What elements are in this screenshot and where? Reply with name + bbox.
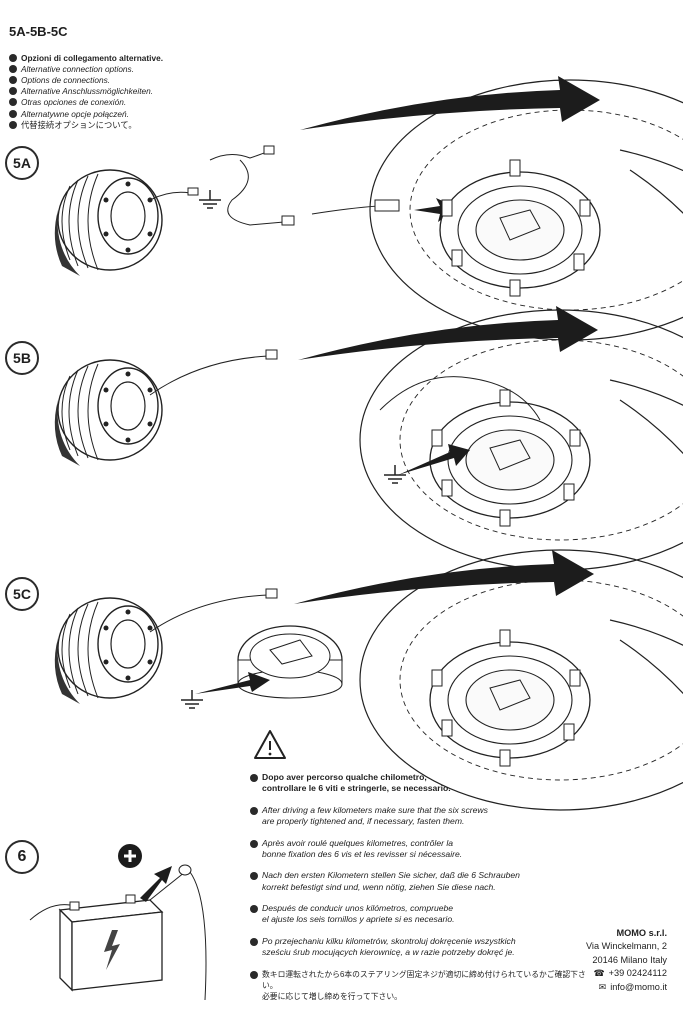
language-badge-icon xyxy=(9,109,17,118)
phone-icon: ☎ xyxy=(593,968,605,979)
phone-line: ☎+39 02424112 xyxy=(586,967,667,980)
company-name: MOMO s.r.l. xyxy=(616,928,667,938)
language-badge-icon xyxy=(9,87,17,96)
option-es: Otras opciones de conexión. xyxy=(9,97,309,108)
option-it: Opzioni di collegamento alternative. xyxy=(9,52,309,63)
lightning-icon xyxy=(104,930,120,970)
ground-symbol-icon xyxy=(383,464,407,484)
option-text: 代替接続オプションについて。 xyxy=(21,119,137,130)
language-badge-icon xyxy=(9,120,17,129)
language-badge-icon xyxy=(250,872,258,881)
phone-number: +39 02424112 xyxy=(608,968,667,979)
mail-icon: ✉ xyxy=(598,981,607,992)
language-badge-icon xyxy=(250,774,258,782)
company-street: Via Winckelmann, 2 xyxy=(585,941,667,952)
note-fr: Après avoir roulé quelques kilometres, c… xyxy=(250,838,590,860)
note-it: Dopo aver percorso qualche chilometro, c… xyxy=(250,772,590,794)
language-badge-icon xyxy=(250,937,258,946)
option-text: Alternative connection options. xyxy=(21,63,135,74)
language-badge-icon xyxy=(250,806,258,815)
option-text: Alternatywne opcje połączeń. xyxy=(21,108,129,119)
diagram-5c xyxy=(54,549,683,811)
diagram-5a xyxy=(54,76,683,341)
language-badge-icon xyxy=(9,75,17,84)
email-line: ✉info@momo.it xyxy=(586,981,667,994)
step-label-5a: 5A xyxy=(5,146,39,180)
email-address[interactable]: info@momo.it xyxy=(610,981,667,992)
note-text: Después de conducir unos kilómetros, com… xyxy=(262,903,455,925)
battery-drawing xyxy=(29,844,207,1001)
language-badge-icon xyxy=(250,839,258,848)
connection-options-list: Opzioni di collegamento alternative. Alt… xyxy=(9,52,309,130)
option-jp: 代替接続オプションについて。 xyxy=(9,119,309,130)
note-es: Después de conducir unos kilómetros, com… xyxy=(250,903,590,925)
note-text: After driving a few kilometers make sure… xyxy=(262,804,488,826)
language-badge-icon xyxy=(9,64,17,73)
option-gb: Alternative connection options. xyxy=(9,63,309,74)
option-de: Alternative Anschlussmöglichkeiten. xyxy=(9,86,309,97)
note-jp: 数キロ運転されたから6本のステアリング固定ネジが適切に締め付けられているかご確認… xyxy=(250,969,590,1003)
note-text: Po przejechaniu kilku kilometrów, skontr… xyxy=(262,935,516,958)
note-de: Nach den ersten Kilometern stellen Sie s… xyxy=(250,870,590,892)
diagram-5b xyxy=(54,306,683,571)
ground-symbol-icon xyxy=(180,689,204,709)
note-text: Nach den ersten Kilometern stellen Sie s… xyxy=(262,870,520,892)
note-gb: After driving a few kilometers make sure… xyxy=(250,805,590,827)
company-contact: MOMO s.r.l. Via Winckelmann, 2 20146 Mil… xyxy=(586,927,667,994)
safety-notes: Dopo aver percorso qualche chilometro, c… xyxy=(250,772,590,1013)
step-label-5c: 5C xyxy=(5,577,39,611)
language-badge-icon xyxy=(9,98,17,107)
step-label-6: 6 xyxy=(5,840,39,874)
note-text: Dopo aver percorso qualche chilometro, c… xyxy=(262,772,451,794)
option-text: Alternative Anschlussmöglichkeiten. xyxy=(21,86,154,97)
option-text: Options de connections. xyxy=(21,74,111,85)
note-text: Après avoir roulé quelques kilometres, c… xyxy=(262,837,463,859)
warning-triangle-icon xyxy=(254,730,286,759)
language-badge-icon xyxy=(250,905,258,914)
ground-symbol-icon xyxy=(198,189,222,209)
option-text: Opzioni di collegamento alternative. xyxy=(21,52,163,63)
language-badge-icon xyxy=(9,53,17,62)
company-city: 20146 Milano Italy xyxy=(592,954,667,965)
note-pl: Po przejechaniu kilku kilometrów, skontr… xyxy=(250,936,590,958)
language-badge-icon xyxy=(250,970,258,979)
step-label-5b: 5B xyxy=(5,341,39,375)
option-pl: Alternatywne opcje połączeń. xyxy=(9,108,309,119)
note-text: 数キロ運転されたから6本のステアリング固定ネジが適切に締め付けられているかご確認… xyxy=(262,969,586,1002)
option-text: Otras opciones de conexión. xyxy=(21,97,127,108)
page-title: 5A-5B-5C xyxy=(9,24,68,39)
option-fr: Options de connections. xyxy=(9,74,309,85)
